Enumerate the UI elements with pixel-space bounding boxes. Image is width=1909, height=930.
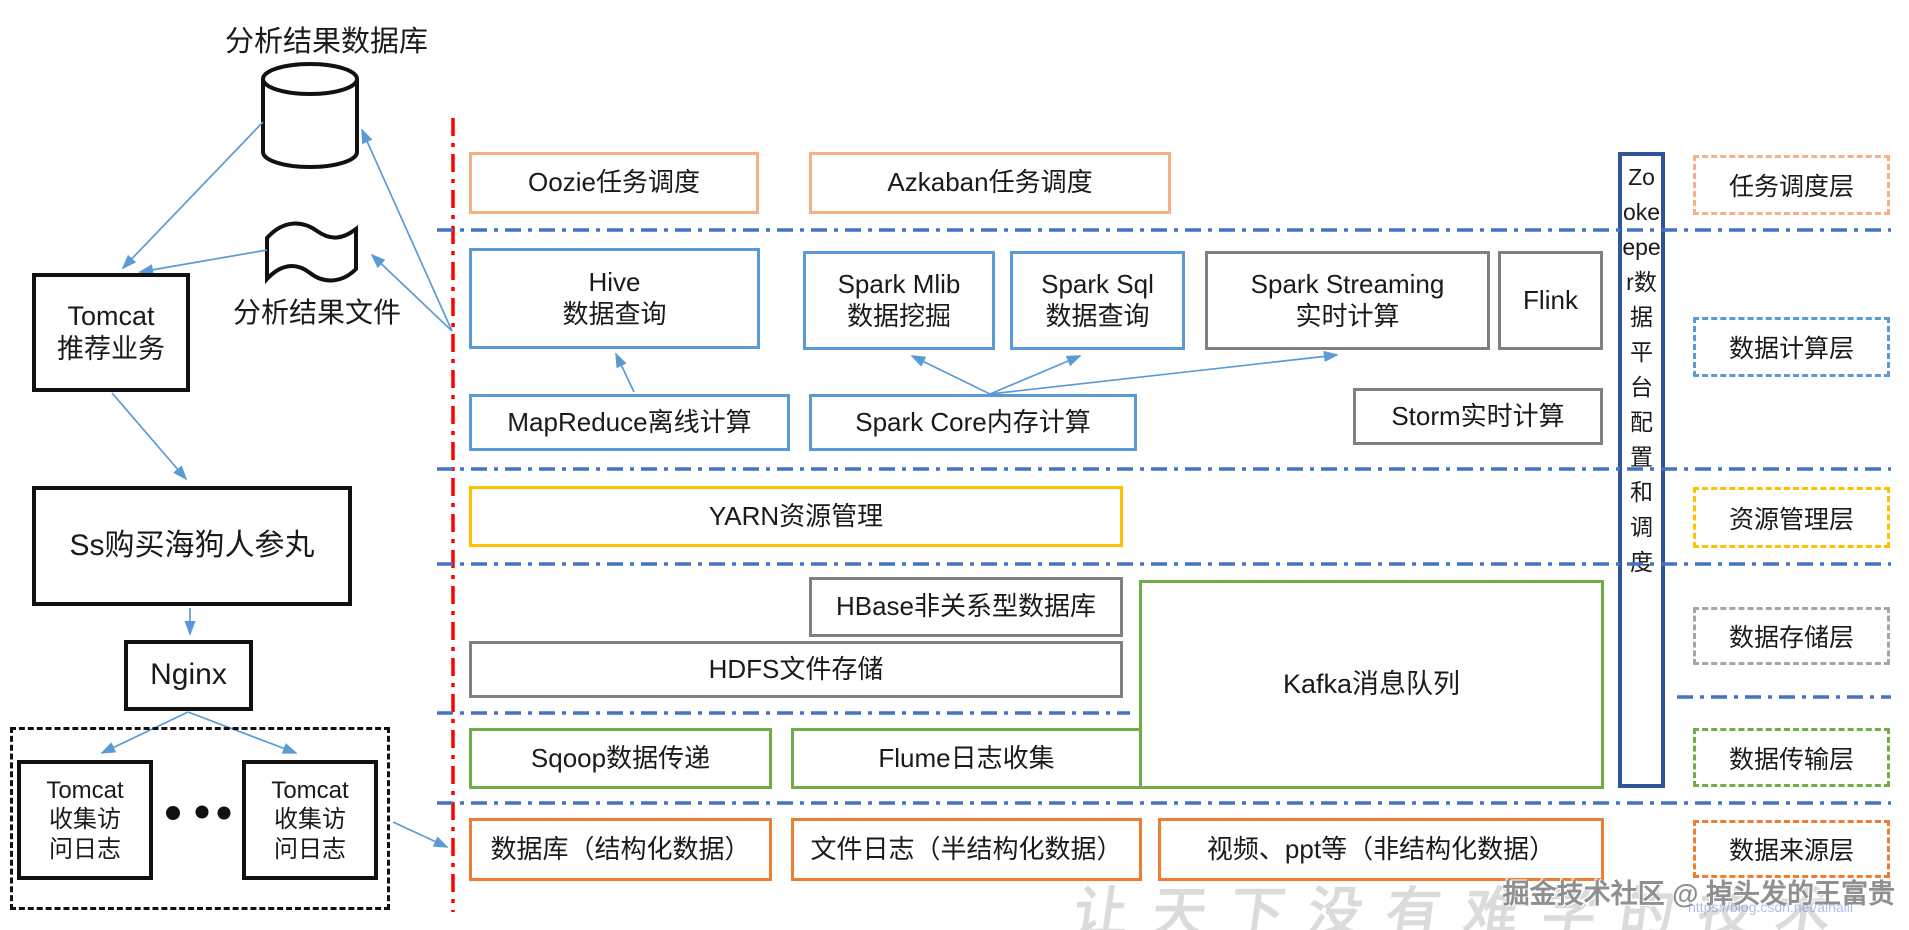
source-video-box: 视频、ppt等（非结构化数据） — [1158, 818, 1604, 881]
layer-label-resource: 资源管理层 — [1693, 487, 1890, 548]
layer-label-transfer: 数据传输层 — [1693, 728, 1890, 787]
spark-sql-line1: Spark Sql — [1041, 268, 1154, 299]
layer-label-storage-text: 数据存储层 — [1728, 624, 1854, 652]
sqoop-box: Sqoop数据传递 — [469, 728, 772, 789]
arrow-hive-to-cylinder — [361, 128, 453, 332]
arrow-mapreduce-to-hive — [615, 352, 635, 393]
arrow-core-to-mlib — [910, 355, 991, 395]
flume-label: Flume日志收集 — [878, 742, 1055, 773]
layer-label-storage: 数据存储层 — [1693, 607, 1890, 665]
analysis-file-label: 分析结果文件 — [233, 297, 402, 328]
zookeeper-bar: Zookeeper数据平台配置和调度 — [1618, 152, 1665, 788]
tomcat-recommend-box: Tomcat 推荐业务 — [32, 273, 190, 392]
nginx-box: Nginx — [124, 640, 253, 711]
source-filelog-label: 文件日志（半结构化数据） — [810, 833, 1123, 864]
ss-business-label: Ss购买海狗人参丸 — [69, 528, 315, 562]
tomcat-collector1-line3: 问日志 — [49, 835, 121, 863]
collector-cluster-group — [10, 727, 390, 910]
spark-streaming-box: Spark Streaming 实时计算 — [1205, 251, 1490, 350]
flow-arrows — [100, 121, 1339, 848]
mapreduce-box: MapReduce离线计算 — [469, 394, 790, 451]
layer-label-scheduling: 任务调度层 — [1693, 155, 1890, 215]
storm-label: Storm实时计算 — [1391, 400, 1565, 431]
source-db-label: 数据库（结构化数据） — [490, 833, 751, 864]
layer-label-resource-text: 资源管理层 — [1728, 505, 1854, 534]
kafka-label: Kafka消息队列 — [1282, 669, 1461, 700]
kafka-box: Kafka消息队列 — [1139, 580, 1604, 789]
spark-mlib-line2: 数据挖掘 — [846, 300, 951, 331]
azkaban-box: Azkaban任务调度 — [809, 152, 1171, 214]
flink-label: Flink — [1523, 284, 1578, 315]
hbase-label: HBase非关系型数据库 — [835, 591, 1097, 622]
watermark-community: 掘金技术社区 @ 掉头发的王富贵 — [1502, 879, 1895, 909]
hbase-box: HBase非关系型数据库 — [809, 577, 1123, 637]
layer-label-scheduling-text: 任务调度层 — [1728, 173, 1854, 201]
sqoop-label: Sqoop数据传递 — [530, 742, 711, 773]
hdfs-box: HDFS文件存储 — [469, 641, 1123, 698]
arrow-cylinder-to-tomcat — [121, 121, 264, 270]
arrow-file-to-tomcat — [138, 249, 268, 276]
tomcat-recommend-line1: Tomcat — [67, 300, 155, 331]
watermark-url: https://blog.csdn.net/aihaili — [1688, 899, 1853, 915]
arrow-nginx-to-collector2 — [187, 711, 298, 754]
oozie-box: Oozie任务调度 — [469, 152, 759, 214]
source-db-box: 数据库（结构化数据） — [469, 818, 772, 881]
spark-sql-line2: 数据查询 — [1045, 300, 1150, 331]
spark-core-label: Spark Core内存计算 — [855, 406, 1091, 437]
flink-box: Flink — [1498, 251, 1603, 350]
mapreduce-label: MapReduce离线计算 — [507, 406, 752, 437]
flume-box: Flume日志收集 — [791, 728, 1142, 789]
hdfs-label: HDFS文件存储 — [708, 653, 884, 684]
spark-sql-box: Spark Sql 数据查询 — [1010, 251, 1185, 350]
yarn-label: YARN资源管理 — [708, 500, 884, 531]
hive-box: Hive 数据查询 — [469, 248, 760, 349]
oozie-label: Oozie任务调度 — [528, 167, 700, 198]
spark-streaming-line1: Spark Streaming — [1250, 268, 1445, 299]
layer-label-transfer-text: 数据传输层 — [1728, 745, 1854, 774]
arrow-core-to-sql — [989, 355, 1082, 395]
yarn-box: YARN资源管理 — [469, 486, 1123, 547]
spark-mlib-line1: Spark Mlib — [837, 268, 961, 299]
layer-label-source-text: 数据来源层 — [1728, 837, 1854, 865]
layer-label-source: 数据来源层 — [1693, 820, 1890, 878]
tomcat-collector1-line1: Tomcat — [46, 777, 124, 805]
spark-core-box: Spark Core内存计算 — [809, 394, 1137, 451]
database-cylinder-icon — [261, 62, 359, 169]
layer-label-compute: 数据计算层 — [1693, 317, 1890, 377]
tomcat-collector2-box: Tomcat 收集访 问日志 — [242, 760, 378, 880]
tomcat-recommend-line2: 推荐业务 — [57, 333, 165, 364]
tomcat-collector1-line2: 收集访 — [49, 806, 121, 834]
hive-line1: Hive — [588, 266, 641, 297]
arrow-core-to-streaming — [989, 350, 1339, 395]
tomcat-collector1-box: Tomcat 收集访 问日志 — [17, 760, 153, 880]
nginx-label: Nginx — [150, 658, 227, 692]
arrow-hive-to-file — [370, 253, 453, 332]
arrow-tomcat-to-ss — [111, 392, 188, 481]
tomcat-collector2-line2: 收集访 — [274, 806, 346, 834]
azkaban-label: Azkaban任务调度 — [887, 167, 1093, 198]
storm-box: Storm实时计算 — [1353, 388, 1603, 445]
source-video-label: 视频、ppt等（非结构化数据） — [1206, 833, 1556, 864]
hive-line2: 数据查询 — [562, 298, 667, 329]
tomcat-collector2-line3: 问日志 — [274, 835, 346, 863]
result-file-icon — [265, 221, 358, 285]
arrow-collectors-to-source — [392, 821, 449, 848]
spark-streaming-line2: 实时计算 — [1295, 300, 1400, 331]
tomcat-collector2-line1: Tomcat — [271, 777, 349, 805]
ellipsis-dots — [166, 805, 231, 820]
arrow-nginx-to-collector1 — [100, 711, 189, 754]
analysis-db-label: 分析结果数据库 — [225, 26, 429, 58]
source-filelog-box: 文件日志（半结构化数据） — [791, 818, 1142, 881]
layer-label-compute-text: 数据计算层 — [1728, 335, 1854, 363]
ss-business-box: Ss购买海狗人参丸 — [32, 486, 352, 606]
spark-mlib-box: Spark Mlib 数据挖掘 — [803, 251, 995, 350]
